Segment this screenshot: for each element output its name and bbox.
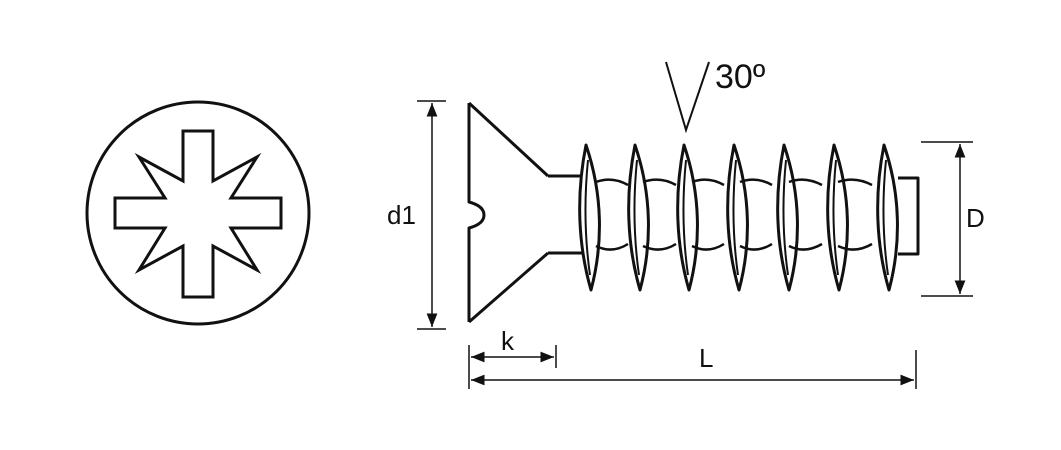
thread-crest — [726, 143, 749, 292]
k-label: k — [501, 326, 515, 356]
thread-crest — [776, 143, 799, 292]
thread-crests — [578, 143, 899, 292]
screw-tip — [898, 176, 920, 256]
thread-crest — [578, 143, 601, 292]
thread-inner-lines — [584, 159, 889, 276]
thread-root-bottom — [595, 242, 873, 251]
head-outline — [85, 100, 311, 326]
dimension-lines — [417, 61, 973, 389]
pozidriv-recess-icon — [113, 129, 283, 299]
thread-angle-label: 30º — [715, 58, 765, 96]
head-cone-bottom — [468, 251, 549, 324]
thread-angle-marker — [665, 61, 710, 134]
d1-label: d1 — [387, 200, 416, 230]
D-label: D — [966, 203, 985, 233]
head-top-view — [85, 100, 311, 326]
screw-side-view — [467, 101, 920, 324]
thread-crest — [876, 143, 899, 292]
thread-crest — [627, 143, 650, 292]
screw-head-face — [467, 103, 486, 322]
thread-root-top — [595, 178, 873, 187]
L-label: L — [699, 343, 713, 373]
thread-crest — [676, 143, 699, 292]
thread-crest — [826, 143, 849, 292]
head-cone-top — [467, 101, 550, 178]
